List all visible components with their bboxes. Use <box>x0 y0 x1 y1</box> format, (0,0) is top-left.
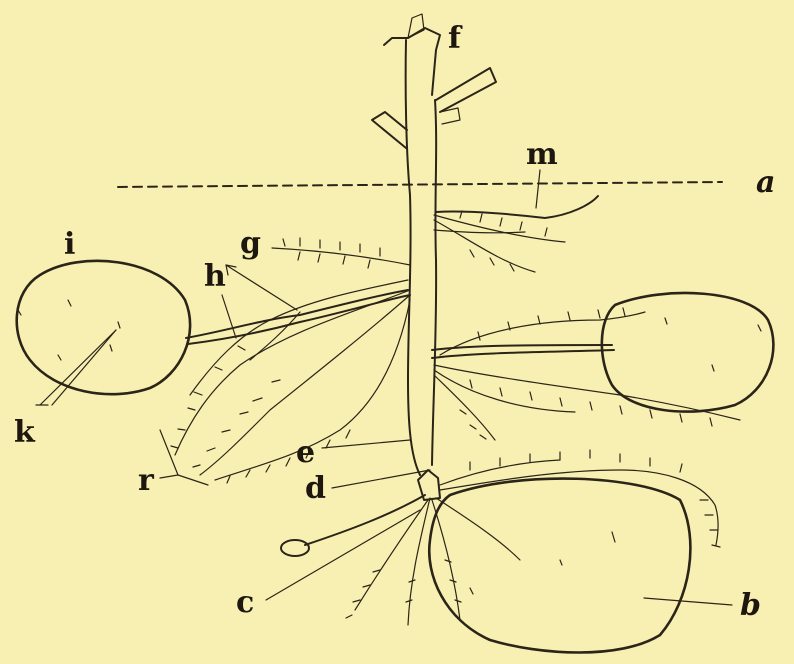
stolon-right-lower <box>432 350 614 358</box>
upper-branch-right <box>436 68 496 112</box>
leaf-bud-f <box>408 14 424 38</box>
stolon-right <box>432 345 612 350</box>
label-e: e <box>296 435 315 470</box>
label-g: g <box>240 226 261 261</box>
label-a: a <box>756 165 775 200</box>
label-k: k <box>14 415 36 450</box>
roots-bottom <box>346 450 720 625</box>
label-d: d <box>305 471 326 506</box>
label-h: h <box>204 259 226 294</box>
label-b: b <box>740 588 761 623</box>
tuber-eyes-right <box>665 318 761 371</box>
daughter-tuber-left <box>17 261 190 394</box>
stolon-m <box>436 196 598 218</box>
stolon-left <box>186 290 408 338</box>
stem-top <box>384 28 440 95</box>
seed-tuber <box>429 479 690 653</box>
stolon-tip <box>281 540 309 556</box>
label-r: r <box>138 463 155 498</box>
main-stem <box>406 40 420 475</box>
roots-right <box>434 211 740 440</box>
leader-lines <box>36 170 732 605</box>
stem-base-node <box>418 470 440 500</box>
label-m: m <box>526 137 558 172</box>
daughter-tuber-right <box>602 293 774 412</box>
soil-line <box>118 182 722 187</box>
label-f: f <box>448 21 463 56</box>
main-stem-outline <box>432 100 436 465</box>
tuber-eyes <box>470 532 615 594</box>
label-i: i <box>64 227 75 262</box>
upper-branch-left <box>372 112 407 148</box>
label-c: c <box>236 585 254 620</box>
tuber-eyes-left <box>18 300 120 360</box>
